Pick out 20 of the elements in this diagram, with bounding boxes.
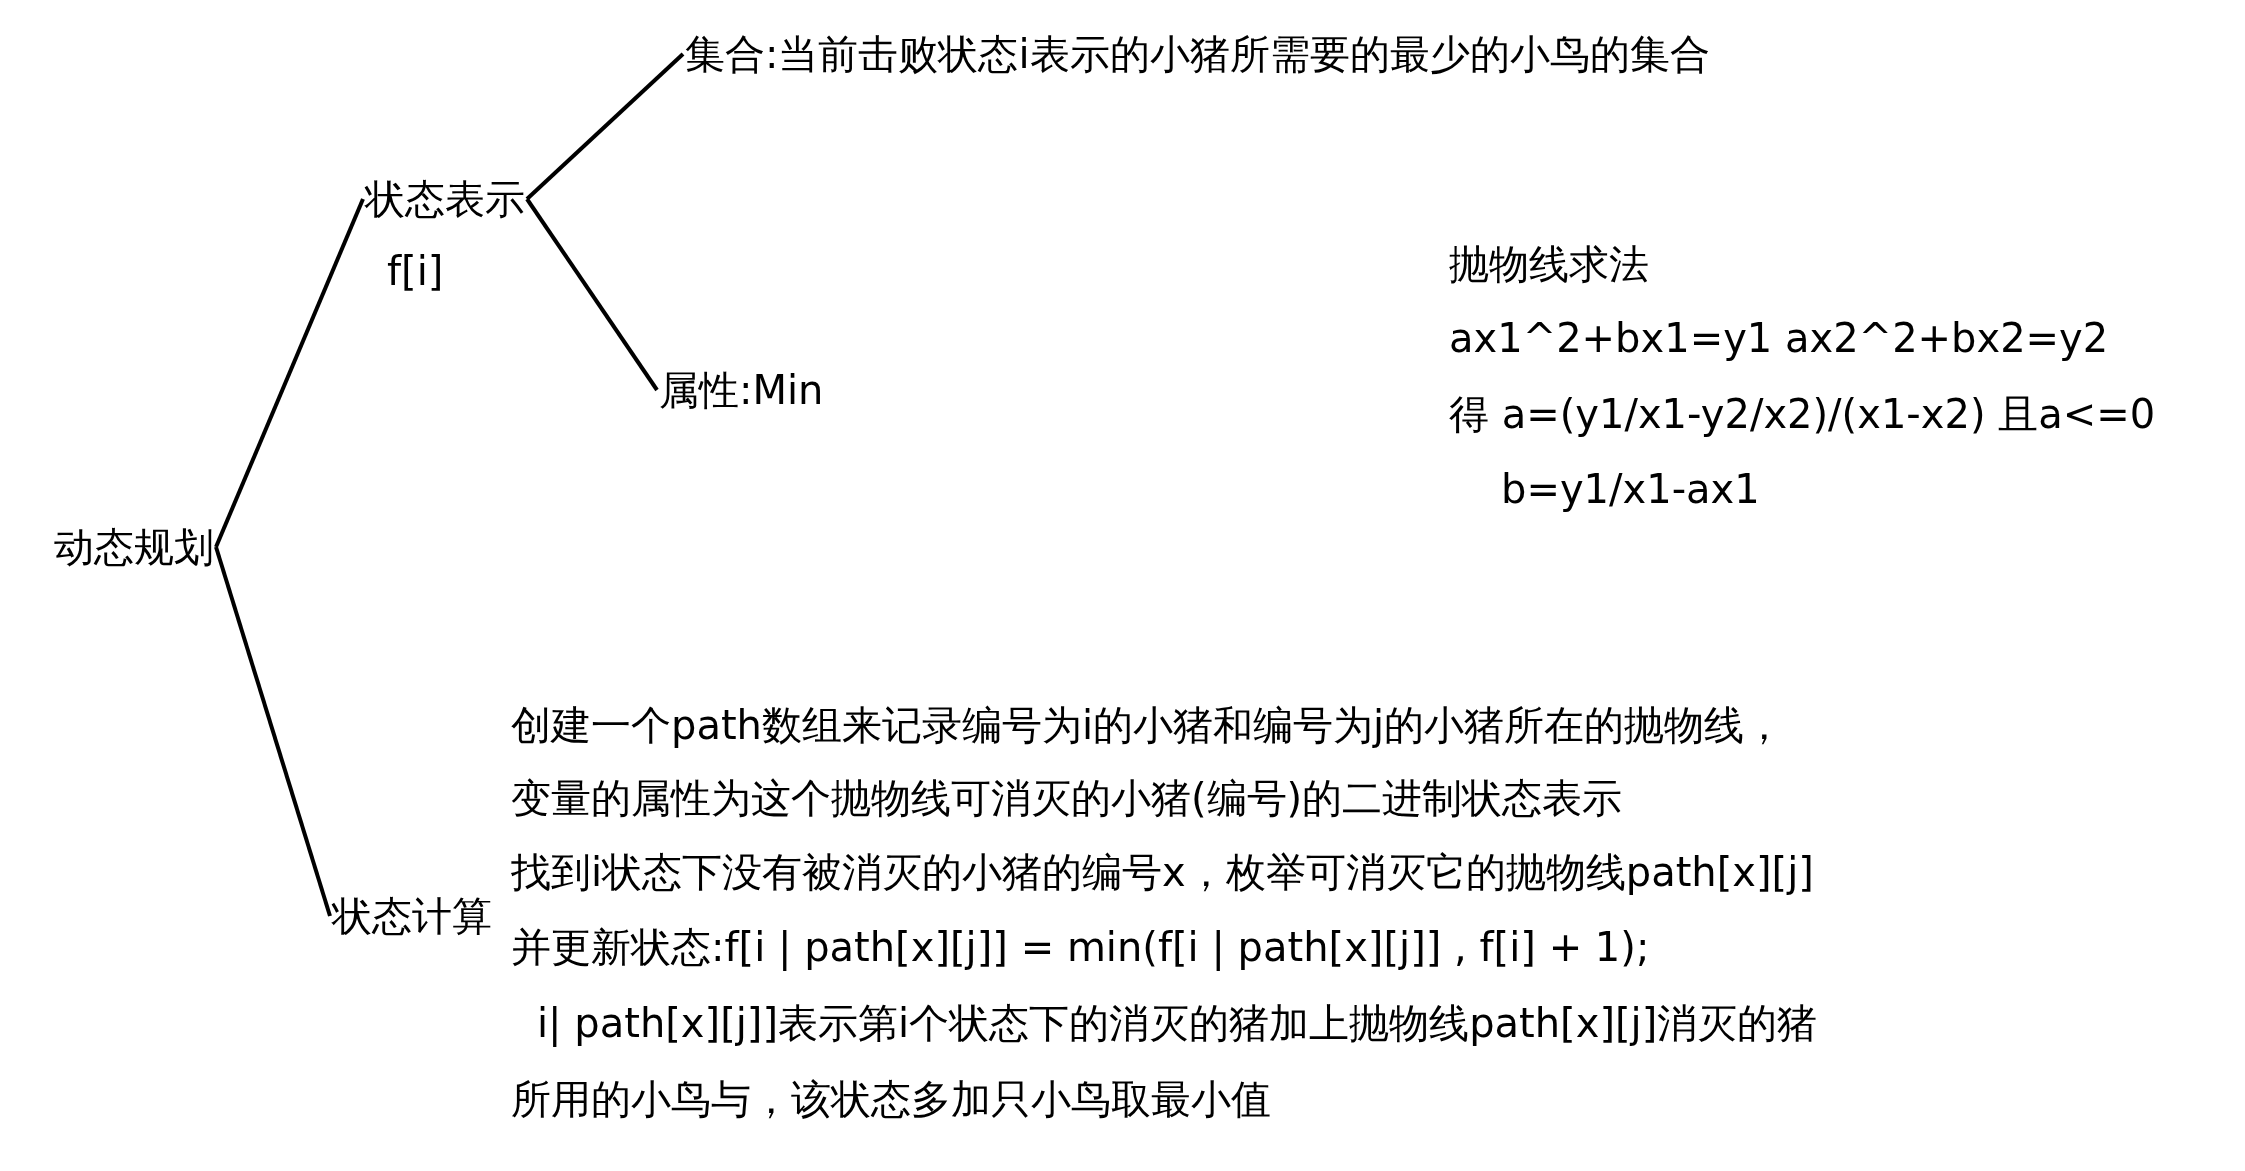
note-text: 变量的属性为这个抛物线可消灭的小猪(编号)的二进制状态表示: [511, 774, 1623, 822]
note-text: 创建一个path数组来记录编号为i的小猪和编号为j的小猪所在的抛物线，: [511, 701, 1785, 749]
node-label: 状态表示: [365, 175, 525, 223]
variable-label: f[i]: [387, 247, 444, 295]
formula-text: ax1^2+bx1=y1 ax2^2+bx2=y2: [1449, 314, 2109, 362]
note-text: i| path[x][j]]表示第i个状态下的消灭的猪加上抛物线path[x][j]消灭的猪: [537, 999, 1818, 1047]
node-label: 属性:Min: [659, 366, 824, 414]
branch-line: [214, 198, 365, 548]
branch-line: [525, 52, 685, 201]
branch-line: [525, 197, 659, 392]
node-label: 集合:当前击败状态i表示的小猪所需要的最少的小鸟的集合: [685, 30, 1710, 78]
note-text: 所用的小鸟与，该状态多加只小鸟取最小值: [511, 1075, 1271, 1123]
note-text: 并更新状态:f[i | path[x][j]] = min(f[i | path[x][j]] , f[i] + 1);: [511, 923, 1650, 971]
node-label: 动态规划: [54, 523, 214, 571]
node-label: 状态计算: [332, 892, 492, 940]
formula-text: 得 a=(y1/x1-y2/x2)/(x1-x2) 且a<=0: [1449, 390, 2156, 438]
branch-line: [214, 546, 332, 917]
heading-text: 抛物线求法: [1449, 240, 1649, 288]
formula-text: b=y1/x1-ax1: [1501, 465, 1760, 513]
note-text: 找到i状态下没有被消灭的小猪的编号x，枚举可消灭它的抛物线path[x][j]: [511, 848, 1814, 896]
